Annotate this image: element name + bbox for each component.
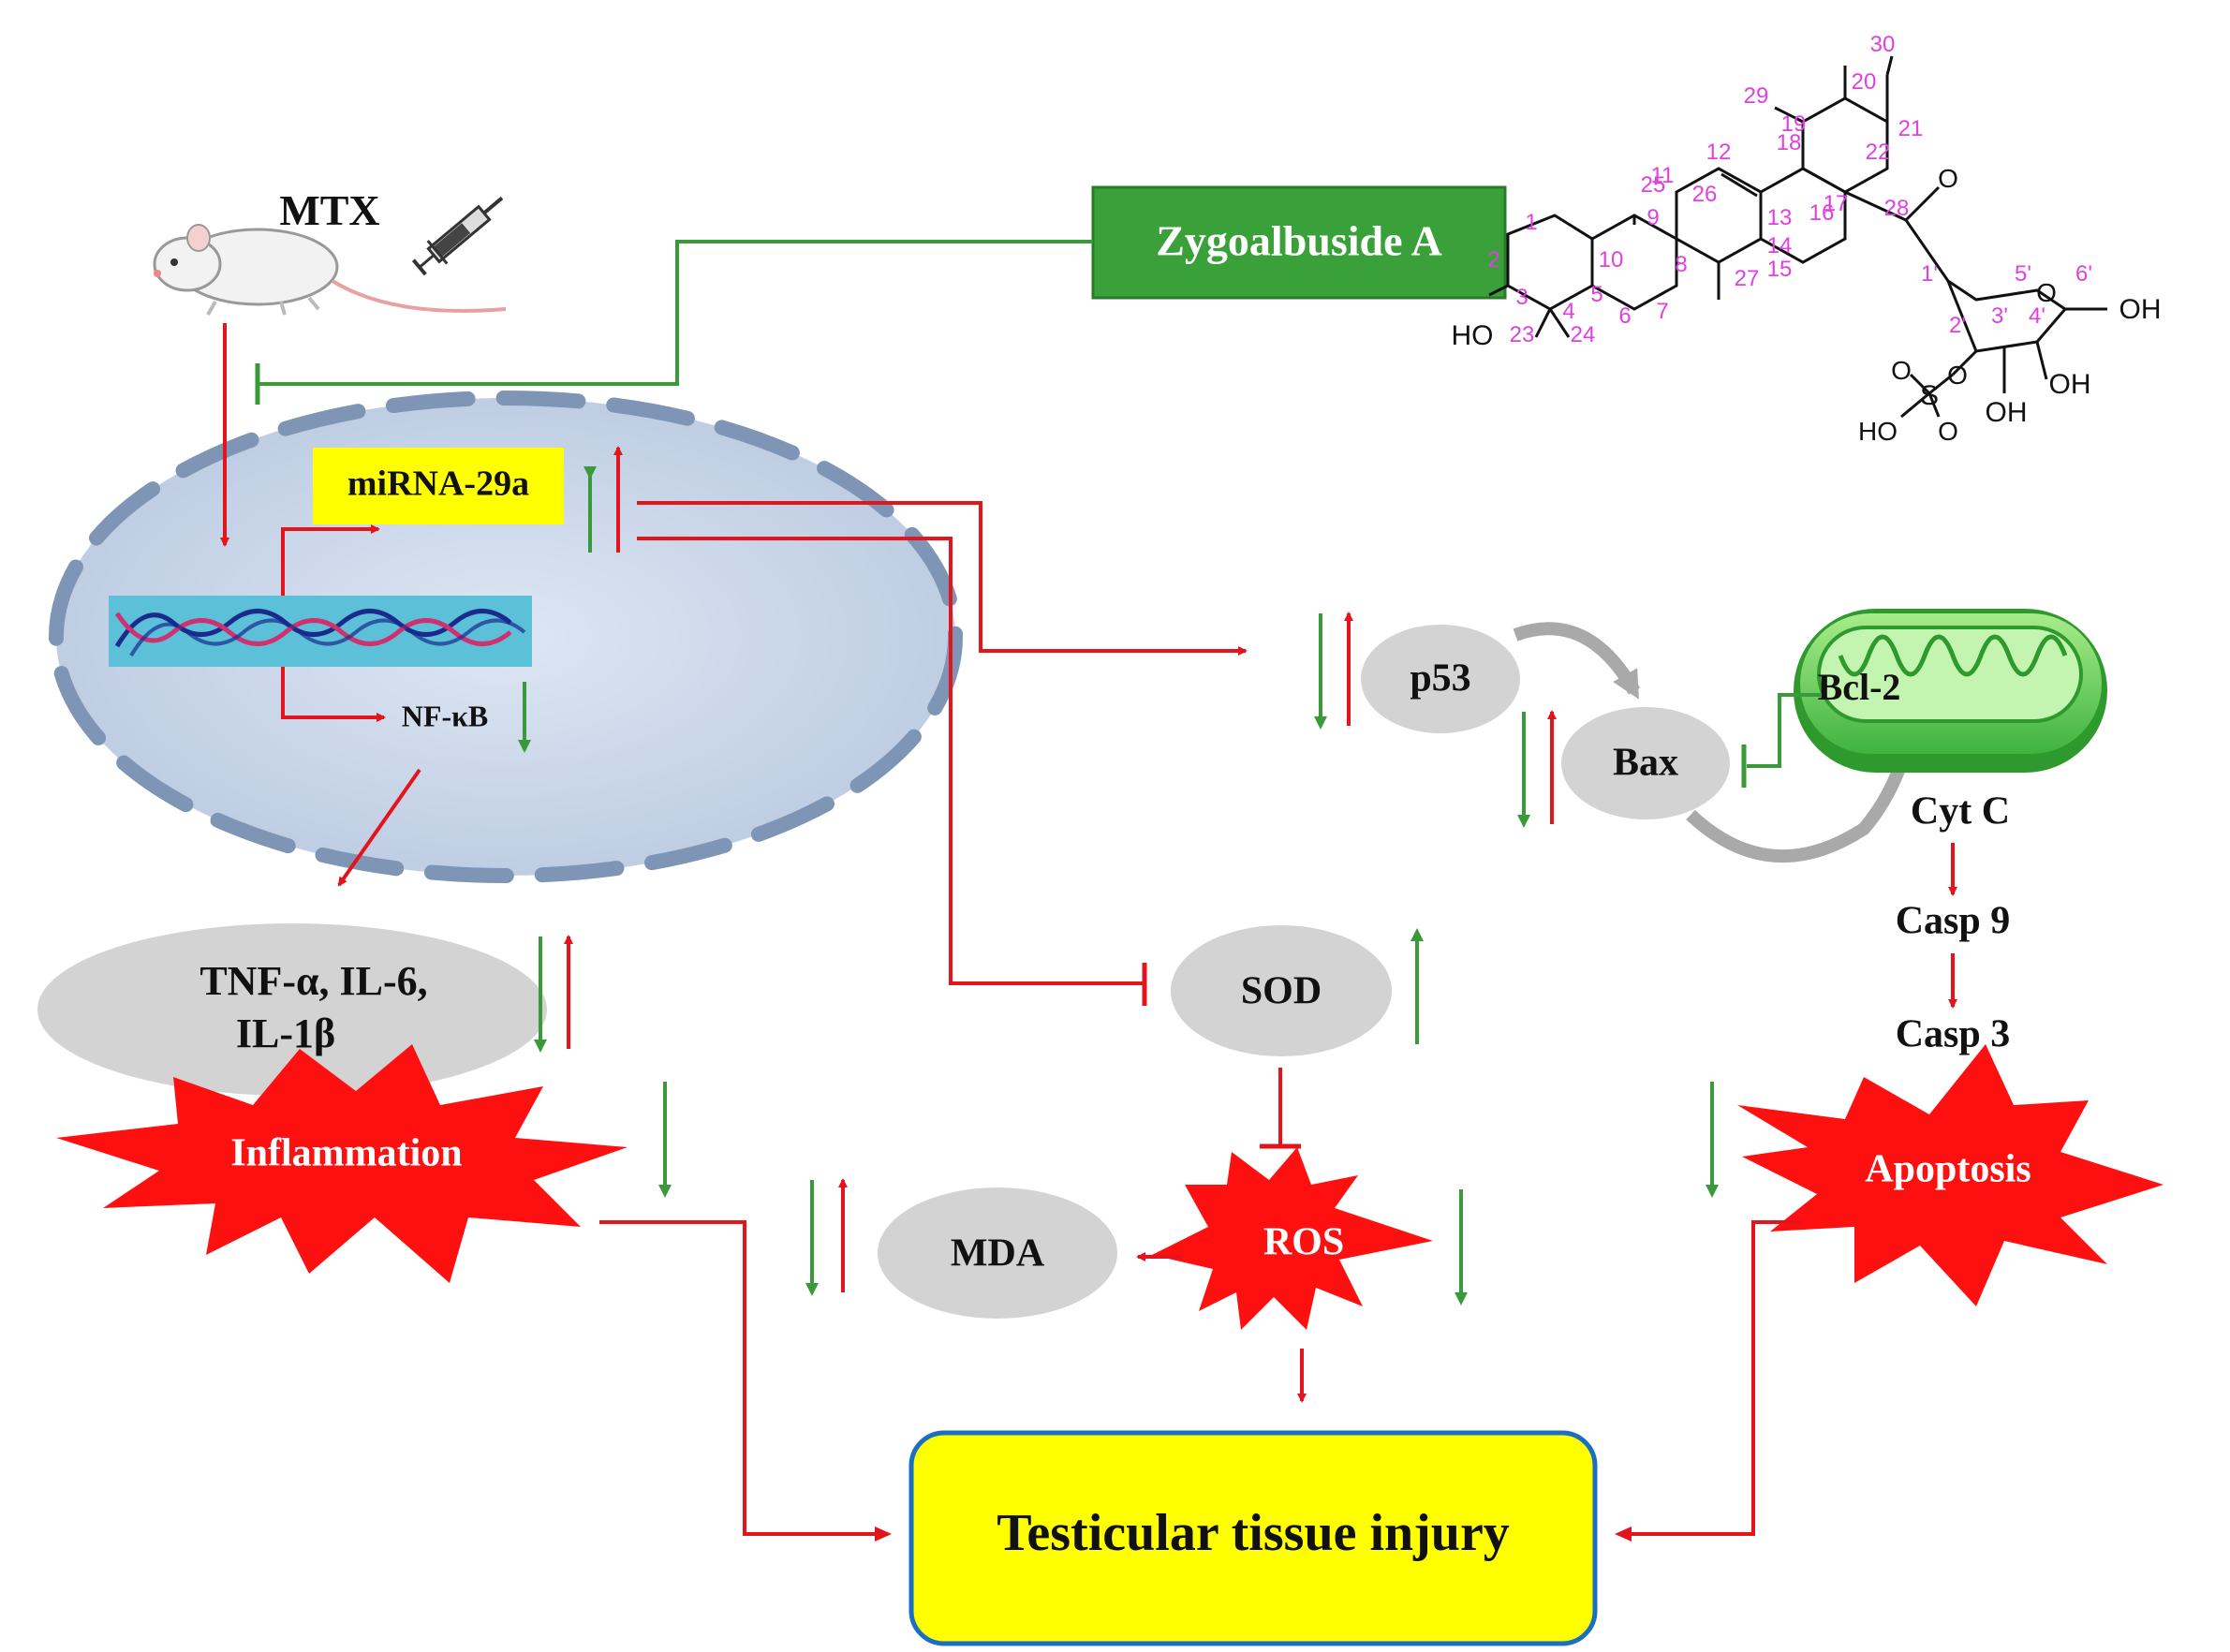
structure-oh-4: OH	[1986, 397, 2028, 428]
zygo-inhibit-line	[258, 240, 1093, 386]
atom-number: 5'	[2015, 261, 2031, 287]
dna-helix	[109, 596, 532, 667]
structure-oh-3: OH	[2049, 369, 2091, 400]
atom-number: 8	[1675, 252, 1687, 277]
cytokines-label-line2: IL-1β	[236, 1010, 335, 1056]
apoptosis-burst	[1737, 1044, 2164, 1306]
atom-number: 5	[1590, 282, 1602, 307]
atom-number: 14	[1767, 233, 1793, 258]
atom-number: 20	[1852, 69, 1877, 95]
sod-ellipse	[1171, 925, 1392, 1056]
structure-ho-1: HO	[1452, 320, 1494, 351]
ros-burst	[1152, 1147, 1433, 1330]
atom-number: 1'	[1921, 261, 1938, 287]
atom-number: 16	[1809, 200, 1835, 226]
nfkb-to-cytokines-arrow	[337, 768, 421, 887]
atom-number: 17	[1824, 191, 1849, 216]
inflammation-label: Inflammation	[230, 1132, 462, 1175]
mtx-label: MTX	[279, 186, 379, 234]
dna-to-nfkb-arrow	[281, 667, 386, 722]
bcl2-inhibit-line	[1747, 693, 1822, 768]
dna-to-mirna-arrow	[281, 524, 380, 596]
structure-s: S	[1920, 380, 1939, 411]
atom-number: 29	[1744, 83, 1769, 109]
atom-number: 3'	[1991, 303, 2008, 329]
mirna-box	[313, 448, 564, 524]
inflammation-to-injury-arrow	[599, 1220, 892, 1541]
bax-ellipse	[1561, 707, 1730, 819]
atom-number: 9	[1647, 205, 1659, 230]
atom-number: 3	[1515, 285, 1528, 310]
structure-o-ring: O	[2036, 278, 2057, 307]
mirna-to-p53-arrow	[637, 501, 1248, 656]
atom-number: 28	[1884, 196, 1910, 221]
atom-number: 23	[1510, 322, 1535, 347]
structure-o-link: O	[1947, 361, 1968, 390]
cytc-label: Cyt C	[1911, 790, 2010, 833]
cytokines-ellipse	[37, 923, 547, 1096]
atom-number: 18	[1777, 130, 1802, 155]
atom-number: 25	[1641, 172, 1666, 198]
cytokines-label-line1: TNF-α, IL-6,	[199, 958, 427, 1004]
mda-label: MDA	[951, 1232, 1045, 1276]
atom-number: 2'	[1949, 313, 1966, 338]
injury-label: Testicular tissue injury	[997, 1504, 1510, 1562]
atom-number: 30	[1870, 32, 1896, 57]
sod-label: SOD	[1241, 970, 1322, 1013]
zygoalbuside-structure	[1488, 55, 2107, 419]
atom-number: 2	[1487, 247, 1499, 273]
p53-to-bax-arrow	[1513, 622, 1641, 700]
atom-number: 12	[1706, 140, 1732, 165]
atom-number: 4	[1562, 299, 1574, 324]
nfkb-label: NF-κB	[402, 699, 488, 732]
mirna-label: miRNA-29a	[347, 465, 529, 504]
structure-o-a: O	[1891, 356, 1912, 385]
casp3-label: Casp 3	[1896, 1013, 2011, 1056]
atom-number: 27	[1735, 266, 1760, 291]
p53-label: p53	[1410, 657, 1470, 701]
apoptosis-to-injury-arrow	[1615, 1220, 1803, 1541]
zygoalbuside-box	[1091, 185, 1507, 300]
mouse-icon	[153, 224, 507, 316]
atom-number: 21	[1898, 116, 1924, 141]
structure-o-b: O	[1938, 417, 1958, 446]
mirna-to-sod-inhibit	[637, 537, 1145, 985]
atom-number: 6'	[2075, 261, 2092, 287]
atom-number: 24	[1571, 322, 1596, 347]
atom-number: 7	[1656, 299, 1668, 324]
atom-number: 6	[1618, 303, 1631, 329]
atom-number: 22	[1866, 140, 1891, 165]
atom-number: 19	[1781, 111, 1807, 137]
structure-oh-2: OH	[2119, 294, 2162, 325]
structure-o-carbonyl: O	[1938, 164, 1958, 193]
zygoalbuside-label: Zygoalbuside A	[1156, 217, 1442, 265]
ros-label: ROS	[1263, 1221, 1344, 1264]
bcl2-label: Bcl-2	[1818, 666, 1901, 708]
mitochondrion-icon	[1794, 609, 2107, 773]
atom-number: 15	[1767, 257, 1793, 282]
bax-to-mito-arrow	[1686, 740, 1914, 863]
structure-ho-sulfate: HO	[1858, 417, 1898, 446]
mda-ellipse	[878, 1187, 1117, 1319]
atom-number: 1	[1525, 210, 1537, 235]
syringe-icon	[411, 196, 504, 276]
atom-number: 13	[1767, 205, 1793, 230]
atom-number: 4'	[2029, 303, 2045, 329]
atom-number: 26	[1692, 182, 1718, 207]
casp9-label: Casp 9	[1896, 900, 2011, 943]
injury-box	[908, 1430, 1598, 1646]
inflammation-burst	[56, 1044, 628, 1283]
p53-ellipse	[1361, 625, 1520, 733]
atom-number: 10	[1599, 247, 1624, 273]
bax-label: Bax	[1613, 742, 1678, 785]
atom-number: 11	[1651, 163, 1675, 188]
apoptosis-label: Apoptosis	[1865, 1148, 2031, 1191]
